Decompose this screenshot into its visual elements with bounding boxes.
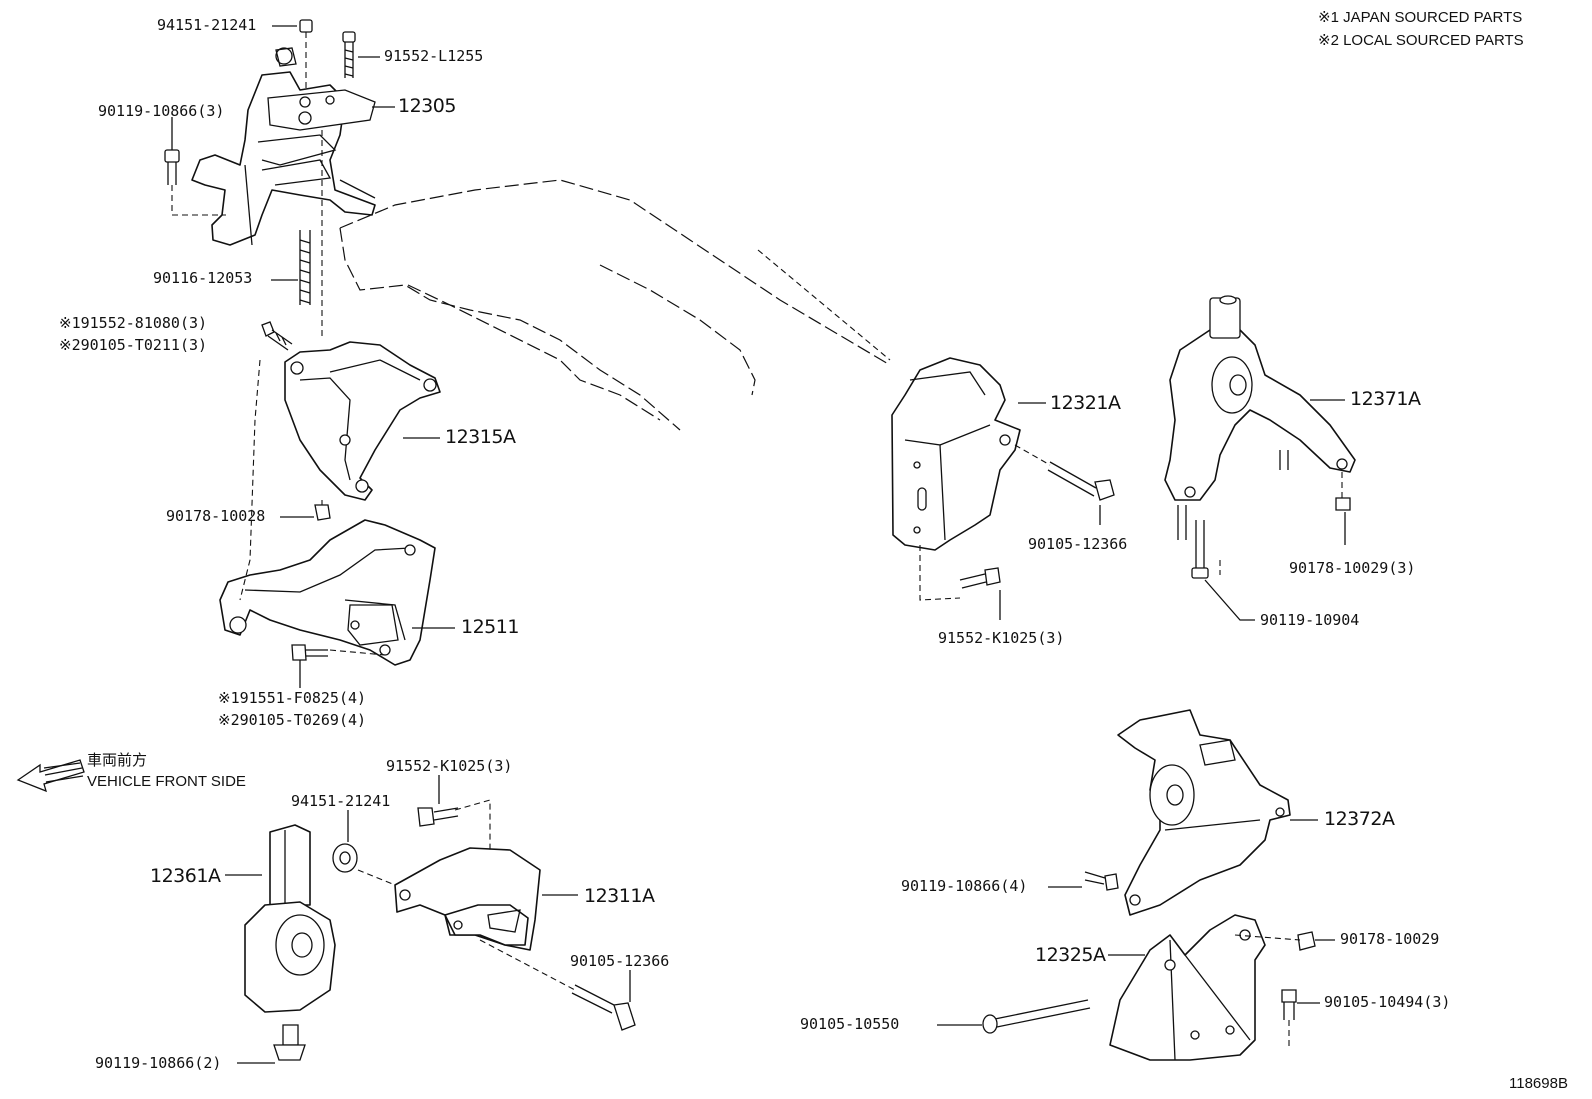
label-90105-T0211: ※290105-T0211(3) xyxy=(59,336,208,354)
label-90119-10866-2: 90119-10866(2) xyxy=(95,1054,222,1072)
bracket-12315A xyxy=(261,321,441,521)
label-91551-F0825: ※191551-F0825(4) xyxy=(218,689,367,707)
label-90105-T0269: ※290105-T0269(4) xyxy=(218,711,367,729)
label-90178-10028: 90178-10028 xyxy=(166,507,266,525)
label-91552-K1025-a: 91552-K1025(3) xyxy=(938,629,1065,647)
label-12311A: 12311A xyxy=(584,885,655,907)
label-91552-K1025-b: 91552-K1025(3) xyxy=(386,757,513,775)
label-12305: 12305 xyxy=(398,95,456,117)
label-94151-21241-top: 94151-21241 xyxy=(157,16,257,34)
label-12361A: 12361A xyxy=(150,865,221,887)
label-90105-12366-b: 90105-12366 xyxy=(570,952,670,970)
mount-12361A xyxy=(244,824,336,1061)
label-90178-10029-3: 90178-10029(3) xyxy=(1289,559,1416,577)
label-12511: 12511 xyxy=(461,616,519,638)
leader-lines xyxy=(171,25,1346,1064)
label-12321A: 12321A xyxy=(1050,392,1121,414)
label-12325A: 12325A xyxy=(1035,944,1106,966)
label-90116-12053: 90116-12053 xyxy=(153,269,253,287)
bracket-12325A xyxy=(982,914,1316,1061)
label-90178-10029: 90178-10029 xyxy=(1340,930,1440,948)
mount-12371A xyxy=(1164,295,1356,579)
assembly-lines xyxy=(171,32,1343,1050)
diagram-id: 118698B xyxy=(1509,1075,1568,1092)
label-91552-81080: ※191552-81080(3) xyxy=(59,314,208,332)
label-90105-10494-3: 90105-10494(3) xyxy=(1324,993,1451,1011)
engine-outline xyxy=(339,179,891,431)
bracket-12511 xyxy=(219,519,436,666)
direction-label-en: VEHICLE FRONT SIDE xyxy=(87,773,246,790)
bracket-12311A xyxy=(332,807,636,1031)
note-japan-sourced: ※1 JAPAN SOURCED PARTS xyxy=(1318,9,1523,26)
label-90105-12366-a: 90105-12366 xyxy=(1028,535,1128,553)
label-90119-10866-3: 90119-10866(3) xyxy=(98,102,225,120)
direction-label-jp: 車両前方 xyxy=(87,752,148,769)
label-94151-21241-bottom: 94151-21241 xyxy=(291,792,391,810)
label-90119-10904: 90119-10904 xyxy=(1260,611,1360,629)
label-90119-10866-4: 90119-10866(4) xyxy=(901,877,1028,895)
label-12315A: 12315A xyxy=(445,426,516,448)
label-90105-10550: 90105-10550 xyxy=(800,1015,900,1033)
front-arrow-icon xyxy=(16,759,85,793)
label-12371A: 12371A xyxy=(1350,388,1421,410)
bracket-12321A xyxy=(891,357,1115,589)
mount-12305 xyxy=(164,19,376,305)
note-local-sourced: ※2 LOCAL SOURCED PARTS xyxy=(1318,32,1524,49)
label-12372A: 12372A xyxy=(1324,808,1395,830)
label-91552-L1255: 91552-L1255 xyxy=(384,47,484,65)
bracket-12372A xyxy=(1084,709,1291,916)
